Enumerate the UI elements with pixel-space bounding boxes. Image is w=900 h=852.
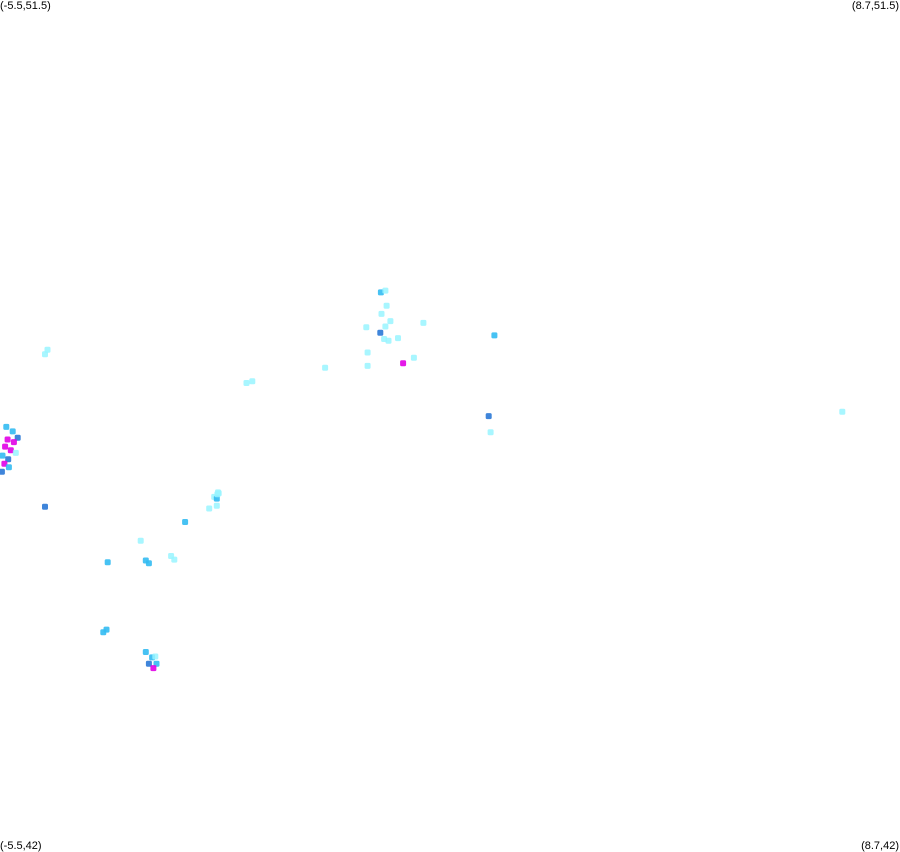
map-point-dark	[485, 413, 492, 420]
map-point-light	[410, 354, 417, 361]
map-point-medium	[142, 649, 149, 655]
map-point-dark	[145, 660, 152, 667]
map-point-medium	[0, 452, 6, 459]
corner-label-bottom-left: (-5.5,42)	[0, 840, 42, 852]
map-point-light	[383, 302, 390, 309]
corner-label-bottom-right: (8.7,42)	[861, 840, 899, 852]
map-point-medium	[5, 464, 12, 471]
map-point-magenta	[2, 443, 9, 450]
map-point-light	[12, 449, 19, 456]
map-point-light	[363, 324, 370, 331]
map-point-light	[839, 408, 846, 415]
map-point-dark	[0, 468, 5, 475]
map-point-light	[378, 310, 385, 317]
map-point-dark	[377, 329, 384, 336]
map-point-dark	[5, 456, 12, 463]
map-point-light	[214, 491, 221, 498]
map-point-light	[249, 378, 256, 385]
map-point-light	[382, 287, 389, 294]
map-point-dark	[14, 434, 21, 441]
map-point-magenta	[7, 447, 14, 454]
map-point-light	[385, 337, 392, 344]
map-point-light	[243, 380, 250, 386]
corner-label-top-left: (-5.5,51.5)	[0, 0, 51, 12]
map-point-light	[364, 362, 371, 369]
map-point-light	[152, 653, 159, 660]
map-point-light	[420, 319, 427, 326]
map-point-medium	[9, 428, 16, 435]
map-point-dark	[42, 503, 48, 510]
corner-label-top-right: (8.7,51.5)	[851, 0, 899, 12]
map-point-magenta	[4, 436, 11, 443]
map-point-light	[44, 346, 51, 353]
map-point-light	[395, 335, 401, 342]
map-point-light	[168, 553, 175, 559]
map-point-light	[206, 505, 213, 512]
map-point-light	[213, 502, 220, 509]
map-point-light	[387, 318, 394, 325]
map-point-light	[322, 364, 329, 371]
map-point-magenta	[10, 439, 17, 446]
map-point-magenta	[1, 460, 8, 467]
map-point-light	[364, 349, 371, 356]
map-point-medium	[104, 559, 111, 566]
map-point-medium	[3, 423, 10, 430]
map-point-medium	[182, 519, 189, 525]
map-point-magenta	[150, 665, 157, 672]
map-point-light	[137, 537, 144, 544]
map-point-medium	[491, 332, 498, 339]
map-point-light	[382, 323, 389, 330]
map-point-magenta	[400, 360, 407, 367]
map-point-medium	[100, 629, 107, 636]
map-point-medium	[145, 560, 152, 567]
map-point-light	[487, 429, 494, 436]
